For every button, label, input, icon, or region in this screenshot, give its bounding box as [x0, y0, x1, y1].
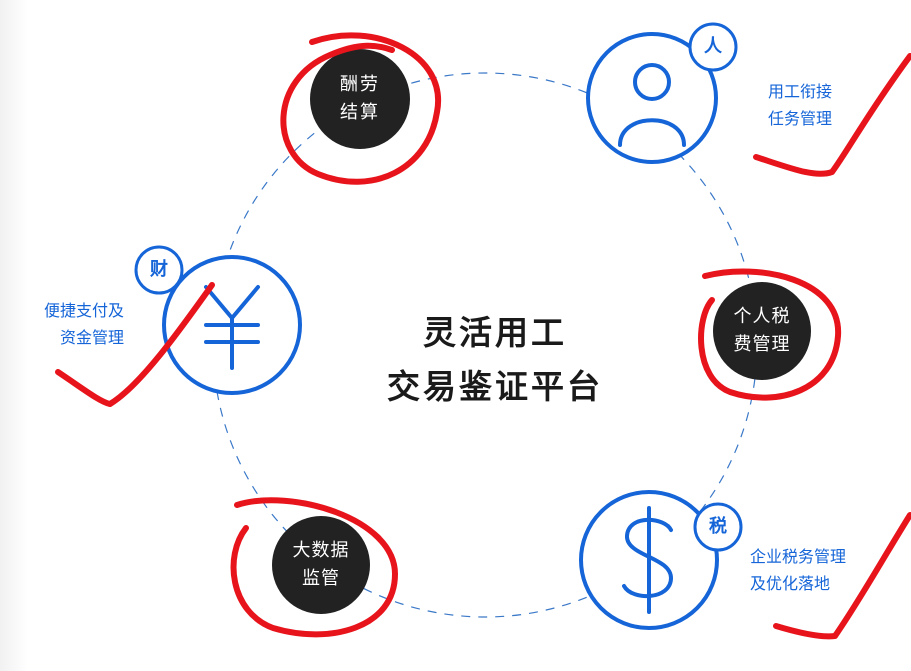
annotation-circle-personal-tax: [698, 268, 842, 401]
enterprise-tax-line2: 及优化落地: [750, 574, 831, 593]
remuneration-line2: 结算: [340, 102, 380, 123]
personal-tax-line2: 费管理: [733, 334, 791, 355]
annotation-check-employment: [753, 53, 911, 177]
remuneration-line1: 酬劳: [340, 74, 380, 95]
red-annotations: [55, 32, 911, 640]
annotation-check-enterprise-tax: [773, 512, 911, 640]
employment-line2: 任务管理: [768, 109, 833, 128]
annotation-circle-big-data: [230, 497, 398, 638]
employment-line1: 用工衔接: [768, 82, 833, 101]
remuneration-text: 酬劳 结算: [310, 71, 410, 127]
payment-line1: 便捷支付及: [43, 301, 124, 320]
personal-tax-node: [713, 282, 811, 380]
person-badge: [688, 22, 738, 72]
center-title-line1: 灵活用工: [423, 313, 567, 352]
payment-label: 便捷支付及 资金管理: [26, 297, 124, 351]
employment-label: 用工衔接 任务管理: [768, 78, 832, 132]
big-data-node: [272, 516, 370, 614]
tax-badge: [693, 502, 743, 552]
annotation-check-payment: [55, 282, 215, 407]
tax-badge-label: 税: [709, 516, 727, 537]
tax-node: [579, 490, 743, 630]
person-node: [586, 22, 738, 164]
payment-line2: 资金管理: [59, 328, 124, 347]
big-data-line1: 大数据: [292, 540, 350, 561]
personal-tax-line1: 个人税: [733, 306, 791, 327]
enterprise-tax-line1: 企业税务管理: [750, 547, 847, 566]
annotation-circle-remuneration: [280, 32, 442, 185]
yuan-icon: [204, 285, 260, 370]
finance-badge-label: 财: [150, 259, 168, 280]
center-title-line2: 交易鉴证平台: [387, 367, 603, 406]
finance-node: [134, 245, 302, 395]
big-data-line2: 监管: [302, 568, 340, 589]
personal-tax-text: 个人税 费管理: [712, 303, 812, 359]
big-data-text: 大数据 监管: [271, 537, 371, 593]
remuneration-node: [310, 49, 410, 149]
enterprise-tax-label: 企业税务管理 及优化落地: [750, 543, 846, 597]
dollar-icon: [622, 506, 674, 614]
person-icon: [618, 63, 686, 147]
finance-badge: [134, 245, 184, 295]
left-shadow-band: [0, 0, 28, 671]
person-badge-label: 人: [704, 36, 722, 57]
